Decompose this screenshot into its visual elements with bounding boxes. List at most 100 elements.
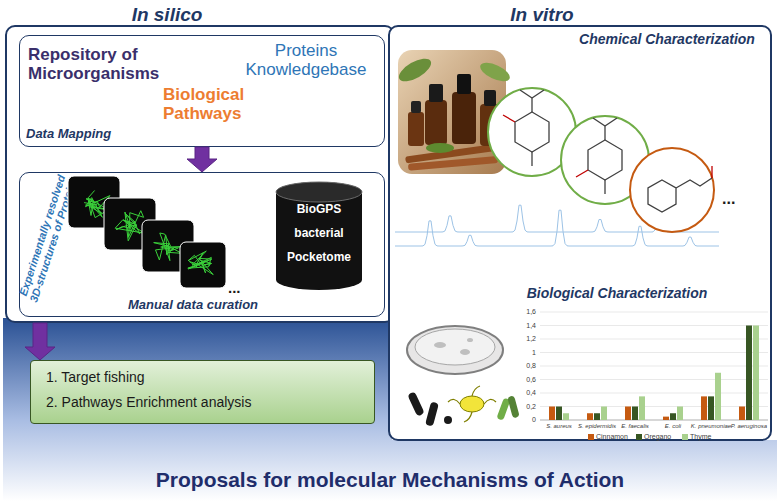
- chart-bar: [549, 407, 555, 421]
- oil-photo-part: [480, 104, 500, 146]
- chart-bar: [639, 396, 645, 420]
- flow-arrow: [25, 323, 55, 360]
- section-heading: Chemical Characterization: [562, 32, 772, 48]
- chart-bar: [587, 413, 593, 420]
- flow-arrow: [187, 147, 217, 172]
- source-label: Repository of Microorganisms: [28, 45, 203, 83]
- molecule-circles-part: [520, 90, 532, 98]
- protein-structures: [68, 176, 226, 288]
- grid-line: [540, 420, 768, 421]
- petri-dish-part: [467, 338, 473, 342]
- molecule-circles-part: [676, 178, 712, 188]
- grid-line: [540, 339, 768, 340]
- bacteria-part: [448, 386, 496, 422]
- molecule-circles-part: [503, 115, 515, 122]
- box-caption: Data Mapping: [26, 127, 156, 142]
- oil-photo-part: [484, 90, 496, 106]
- molecule-circles-part: [488, 88, 576, 176]
- petri-dish: [407, 326, 503, 374]
- oil-photo-part: [408, 112, 424, 146]
- molecule-circles-part: [604, 126, 605, 140]
- protein-tile: [180, 242, 226, 288]
- chart-bar: [670, 413, 676, 420]
- molecule-circles-part: [630, 148, 714, 232]
- chart-bar: [746, 326, 752, 421]
- protein-ribbon: [115, 211, 145, 241]
- oil-photo-part: [452, 92, 476, 144]
- oil-photo-part: [426, 143, 454, 153]
- box-caption: Manual data curation: [128, 298, 328, 313]
- chart-bar: [708, 396, 714, 420]
- protein-ribbon: [84, 191, 110, 218]
- in-vitro-panel: In vitroChemical CharacterizationBiologi…: [388, 25, 772, 441]
- database-name: bacterial: [275, 227, 363, 240]
- petri-dish-part: [407, 326, 503, 374]
- chart-bar: [753, 326, 759, 421]
- molecule-circles-part: [561, 116, 649, 204]
- cylinder-body: [276, 182, 362, 290]
- oil-photo-part: [408, 156, 498, 171]
- oil-photo-part: [429, 84, 443, 102]
- chart-bar: [625, 407, 631, 421]
- analysis-step: 2. Pathways Enrichment analysis: [46, 395, 366, 411]
- oil-photo-part: [478, 59, 513, 85]
- chromatogram-trace: [395, 202, 719, 232]
- chart-bar: [563, 413, 569, 420]
- molecule-circles-part: [531, 98, 532, 112]
- chart-bar: [715, 373, 721, 420]
- oil-photo-part: [457, 74, 471, 94]
- source-label: Proteins Knowledgebase: [231, 41, 381, 79]
- molecule-circles-part: [588, 140, 622, 180]
- protein-tile: [104, 198, 156, 250]
- oil-photo-part: [411, 101, 421, 113]
- grid-line: [540, 393, 768, 394]
- molecule-circles-part: [515, 112, 549, 152]
- chart-bar: [701, 396, 707, 420]
- chart-bar: [594, 413, 600, 420]
- grid-line: [540, 366, 768, 367]
- grid-line: [540, 325, 768, 326]
- bacteria-part: [444, 416, 452, 424]
- cylinder-top: [276, 182, 362, 202]
- in-silico-panel: In silicoRepository of MicroorganismsPro…: [5, 25, 395, 323]
- molecule-circles-part: [532, 90, 544, 98]
- analysis-box: 1. Target fishing 2. Pathways Enrichment …: [30, 360, 375, 424]
- panel-heading: In vitro: [472, 4, 612, 25]
- bacteria-part: [425, 401, 439, 426]
- protein-ribbon: [154, 233, 182, 261]
- data-mapping-box: Repository of Microorganisms Proteins Kno…: [19, 35, 385, 147]
- grid-line: [540, 379, 768, 380]
- molecule-circles: [488, 88, 714, 232]
- chromatogram-trace: [395, 210, 719, 246]
- chromatogram: [395, 202, 719, 246]
- protein-tile: [142, 220, 194, 272]
- chart-bar: [677, 407, 683, 421]
- bacteria-part: [507, 395, 519, 418]
- chart-bar: [663, 417, 669, 420]
- chart-bar: [632, 407, 638, 421]
- molecule-circles-part: [604, 180, 605, 194]
- oil-photo-part: [398, 50, 506, 174]
- analysis-step: 1. Target fishing: [46, 370, 366, 386]
- rotated-label: Experimentally resolved 3D-structures of…: [15, 167, 82, 308]
- bar-chart: [540, 312, 768, 420]
- grid-line: [540, 312, 768, 313]
- chart-bar: [556, 407, 562, 421]
- database-name: Pocketome: [275, 251, 363, 264]
- oil-photo-part: [405, 143, 500, 163]
- petri-dish-part: [415, 329, 495, 365]
- figure-title: Proposals for molecular Mechanisms of Ac…: [0, 468, 780, 492]
- bacteria-part: [460, 396, 484, 412]
- data-curation-box: Experimentally resolved 3D-structures of…: [19, 172, 385, 317]
- petri-dish-part: [460, 349, 470, 355]
- source-label: Biological Pathways: [163, 85, 273, 123]
- molecule-circles-part: [605, 118, 617, 126]
- chart-bar: [601, 407, 607, 421]
- molecule-circles-part: [711, 166, 712, 178]
- bacteria: [407, 386, 519, 427]
- chart-bar: [739, 407, 745, 421]
- oil-photo-part: [425, 100, 447, 145]
- oil-photo: [395, 50, 512, 174]
